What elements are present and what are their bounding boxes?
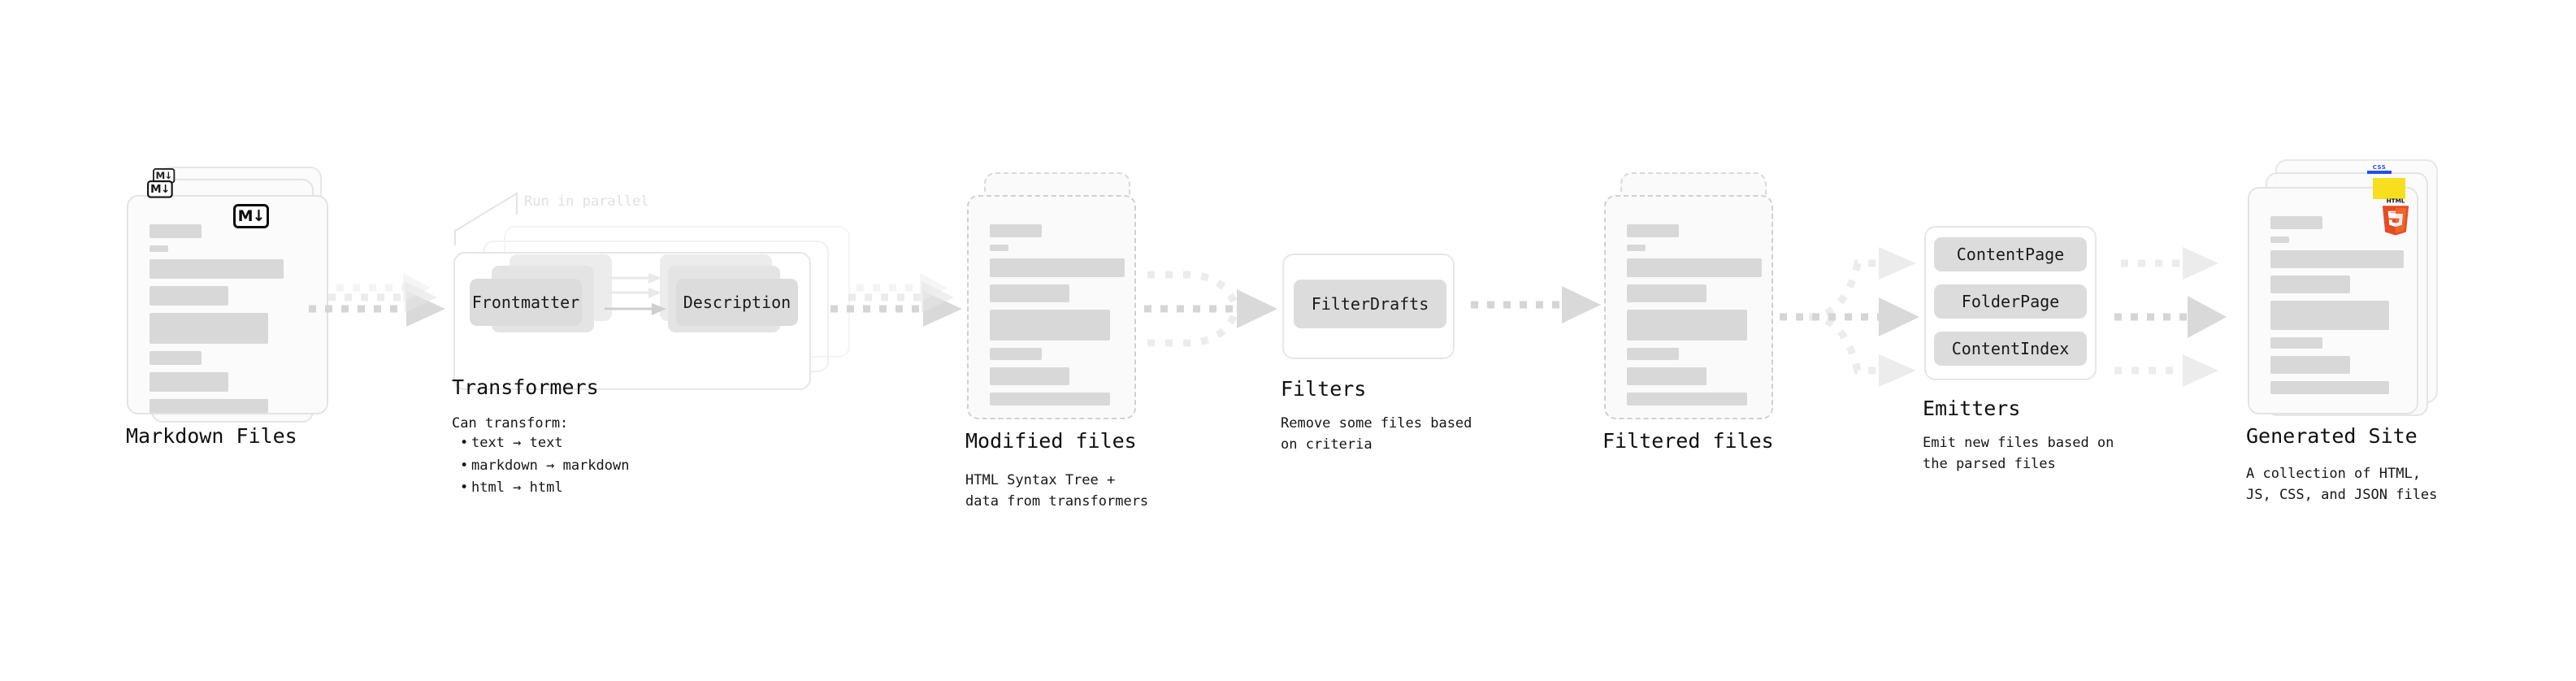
markdown-skeleton <box>150 224 306 420</box>
svg-text:HTML: HTML <box>2387 197 2405 204</box>
skeleton-bar <box>1627 245 1646 251</box>
markdown-badge: M↓ <box>233 204 269 228</box>
skeleton-bar <box>990 284 1069 302</box>
skeleton-bar <box>150 286 228 306</box>
filtered-skeleton <box>1627 224 1762 413</box>
transformers-title: Transformers <box>452 375 599 399</box>
connector-modified-to-filters <box>1144 271 1277 347</box>
skeleton-bar <box>2270 301 2389 330</box>
bullet-item: markdown → markdown <box>457 455 629 478</box>
skeleton-bar <box>2270 250 2404 268</box>
connector-transformers-to-modified <box>830 273 962 327</box>
markdown-files-title: Markdown Files <box>126 424 297 448</box>
skeleton-bar <box>1627 393 1747 406</box>
filters-subtitle: Remove some files based on criteria <box>1281 415 1472 453</box>
modified-files-title: Modified files <box>965 429 1137 453</box>
emitters-title: Emitters <box>1923 397 2021 420</box>
skeleton-bar <box>990 367 1069 385</box>
filtered-file-card-front <box>1604 195 1773 419</box>
skeleton-bar <box>150 245 168 252</box>
skeleton-bar <box>1627 310 1747 340</box>
skeleton-bar <box>990 258 1125 277</box>
run-in-parallel-callout <box>454 192 518 245</box>
skeleton-bar <box>1627 258 1762 277</box>
transformers-subtitle: Can transform: <box>452 415 569 432</box>
bullet-item: html → html <box>457 477 629 500</box>
skeleton-bar <box>2270 216 2322 229</box>
contentpage-chip[interactable]: ContentPage <box>1934 237 2087 271</box>
markdown-badge-mid: M↓ <box>147 180 173 198</box>
folderpage-chip[interactable]: FolderPage <box>1934 284 2087 319</box>
connector-emitters-to-site <box>2114 247 2227 387</box>
transformers-bullets: text → text markdown → markdown html → h… <box>457 432 629 500</box>
description-chip[interactable]: Description <box>676 279 798 326</box>
run-in-parallel-label: Run in parallel <box>524 193 649 210</box>
skeleton-bar <box>2270 236 2289 243</box>
skeleton-bar <box>2270 337 2322 349</box>
skeleton-bar <box>1627 224 1679 237</box>
skeleton-bar <box>990 224 1042 237</box>
skeleton-bar <box>2270 275 2350 293</box>
site-skeleton <box>2270 216 2404 401</box>
skeleton-bar <box>150 399 268 413</box>
skeleton-bar <box>150 351 202 365</box>
emitters-subtitle: Emit new files based on the parsed files <box>1923 435 2114 473</box>
connector-markdown-to-transformers <box>309 273 445 327</box>
transformer-inner-arrows <box>605 273 666 315</box>
skeleton-bar <box>990 245 1008 251</box>
connector-filtered-to-emitters <box>1780 247 1919 387</box>
frontmatter-chip[interactable]: Frontmatter <box>470 279 582 326</box>
modified-skeleton <box>990 224 1125 413</box>
skeleton-bar <box>150 313 268 344</box>
skeleton-bar <box>1627 348 1679 360</box>
bullet-item: text → text <box>457 432 629 455</box>
modified-file-card-front <box>967 195 1136 419</box>
skeleton-bar <box>990 310 1110 340</box>
skeleton-bar <box>1627 367 1706 385</box>
markdown-file-card-front <box>127 195 328 414</box>
html5-badge: HTML <box>2382 197 2409 236</box>
contentindex-chip[interactable]: ContentIndex <box>1934 332 2087 366</box>
modified-files-subtitle: HTML Syntax Tree + data from transformer… <box>965 472 1149 510</box>
skeleton-bar <box>150 259 284 279</box>
skeleton-bar <box>990 393 1110 406</box>
connector-filters-to-filtered <box>1471 286 1601 323</box>
filtered-files-title: Filtered files <box>1602 429 1774 453</box>
skeleton-bar <box>990 348 1042 360</box>
skeleton-bar <box>150 372 228 392</box>
skeleton-bar <box>2270 381 2389 394</box>
filters-title: Filters <box>1281 377 1367 401</box>
filterdrafts-chip[interactable]: FilterDrafts <box>1294 280 1446 328</box>
skeleton-bar <box>1627 284 1706 302</box>
css-badge: CSS <box>2367 161 2392 174</box>
js-badge <box>2373 178 2405 199</box>
skeleton-bar <box>150 224 202 238</box>
generated-site-subtitle: A collection of HTML, JS, CSS, and JSON … <box>2246 466 2438 504</box>
generated-site-title: Generated Site <box>2246 424 2418 448</box>
skeleton-bar <box>2270 356 2350 374</box>
